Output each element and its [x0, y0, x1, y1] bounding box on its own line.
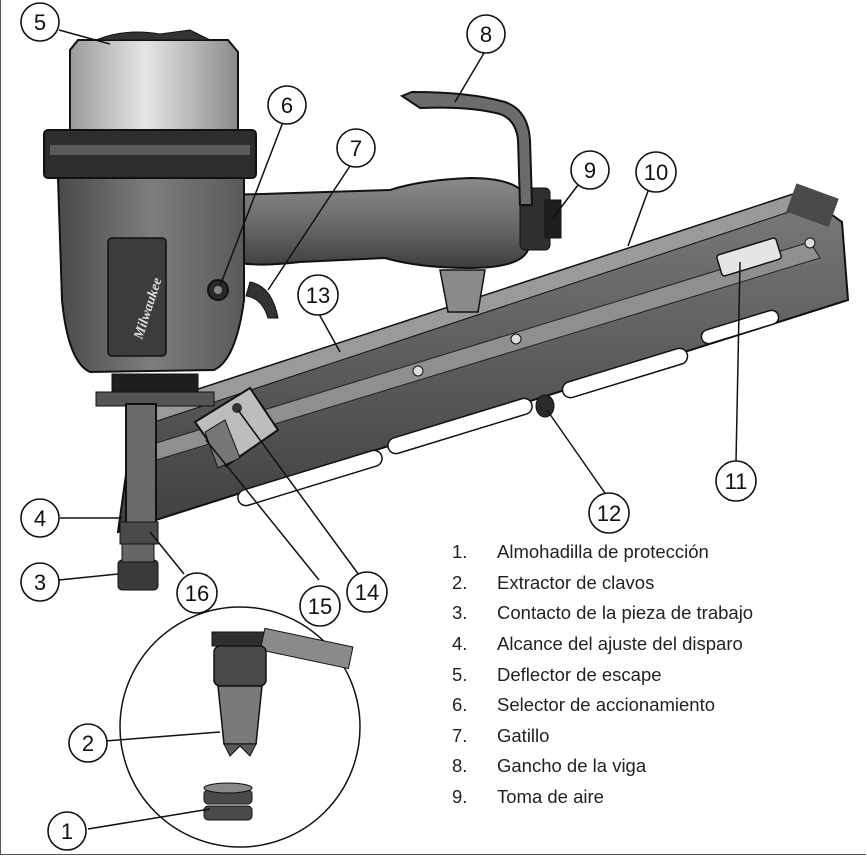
callout-11: 11 — [715, 460, 757, 502]
callout-9: 9 — [570, 150, 610, 190]
callout-8: 8 — [466, 14, 506, 54]
magazine — [116, 183, 850, 534]
svg-text:16: 16 — [185, 581, 209, 606]
svg-text:4: 4 — [34, 506, 46, 531]
svg-text:13: 13 — [306, 283, 330, 308]
callout-2: 2 — [68, 723, 108, 763]
legend-number: 2. — [452, 571, 468, 593]
rafter-hook — [399, 90, 534, 206]
leader-lines — [58, 29, 741, 830]
svg-text:6: 6 — [281, 93, 293, 118]
svg-text:14: 14 — [355, 580, 379, 605]
callout-5: 5 — [20, 2, 60, 42]
legend-item: 7. Gatillo — [452, 721, 862, 752]
svg-text:7: 7 — [350, 136, 362, 161]
legend-item: 8. Gancho de la viga — [452, 751, 862, 782]
legend-number: 9. — [452, 786, 468, 808]
callout-15: 15 — [299, 585, 341, 627]
inset-detail — [119, 606, 361, 848]
svg-text:1: 1 — [61, 819, 73, 844]
svg-text:3: 3 — [34, 570, 46, 595]
legend-item: 5. Deflector de escape — [452, 659, 862, 690]
callout-10: 10 — [635, 151, 677, 193]
legend-number: 3. — [452, 602, 468, 624]
legend-label: Gancho de la viga — [497, 755, 647, 777]
svg-text:15: 15 — [308, 594, 332, 619]
legend-label: Alcance del ajuste del disparo — [497, 633, 743, 655]
callout-4: 4 — [20, 498, 60, 538]
legend-label: Selector de accionamiento — [497, 694, 716, 716]
callout-14: 14 — [346, 571, 388, 613]
motor-body — [43, 29, 257, 591]
callout-6: 6 — [267, 85, 307, 125]
callout-1: 1 — [47, 811, 87, 851]
legend-number: 8. — [452, 755, 468, 777]
legend-label: Deflector de escape — [497, 663, 662, 685]
legend-label: Contacto de la pieza de trabajo — [497, 602, 754, 624]
svg-text:2: 2 — [82, 731, 94, 756]
svg-text:11: 11 — [725, 469, 748, 494]
legend-number: 5. — [452, 663, 468, 685]
legend-item: 3. Contacto de la pieza de trabajo — [452, 598, 862, 629]
legend-item: 4. Alcance del ajuste del disparo — [452, 629, 862, 660]
svg-text:9: 9 — [584, 158, 596, 183]
legend-number: 7. — [452, 724, 468, 746]
svg-text:8: 8 — [480, 22, 492, 47]
legend-number: 6. — [452, 694, 468, 716]
callout-3: 3 — [20, 562, 60, 602]
legend-label: Almohadilla de protección — [497, 541, 709, 563]
legend-label: Extractor de clavos — [497, 571, 655, 593]
legend-label: Toma de aire — [497, 786, 604, 808]
legend-label: Gatillo — [497, 724, 550, 746]
callout-12: 12 — [588, 492, 630, 534]
legend-number: 4. — [452, 633, 468, 655]
legend-item: 2. Extractor de clavos — [452, 568, 862, 599]
legend-number: 1. — [452, 541, 468, 563]
callout-13: 13 — [297, 274, 339, 316]
legend-item: 6. Selector de accionamiento — [452, 690, 862, 721]
svg-text:12: 12 — [597, 501, 621, 526]
svg-text:10: 10 — [644, 160, 668, 185]
callout-7: 7 — [336, 128, 376, 168]
svg-text:5: 5 — [34, 10, 46, 35]
parts-legend: 1. Almohadilla de protección 2. Extractor d… — [452, 537, 862, 812]
legend-item: 9. Toma de aire — [452, 782, 862, 813]
legend-item: 1. Almohadilla de protección — [452, 537, 862, 568]
callout-16: 16 — [176, 572, 218, 614]
